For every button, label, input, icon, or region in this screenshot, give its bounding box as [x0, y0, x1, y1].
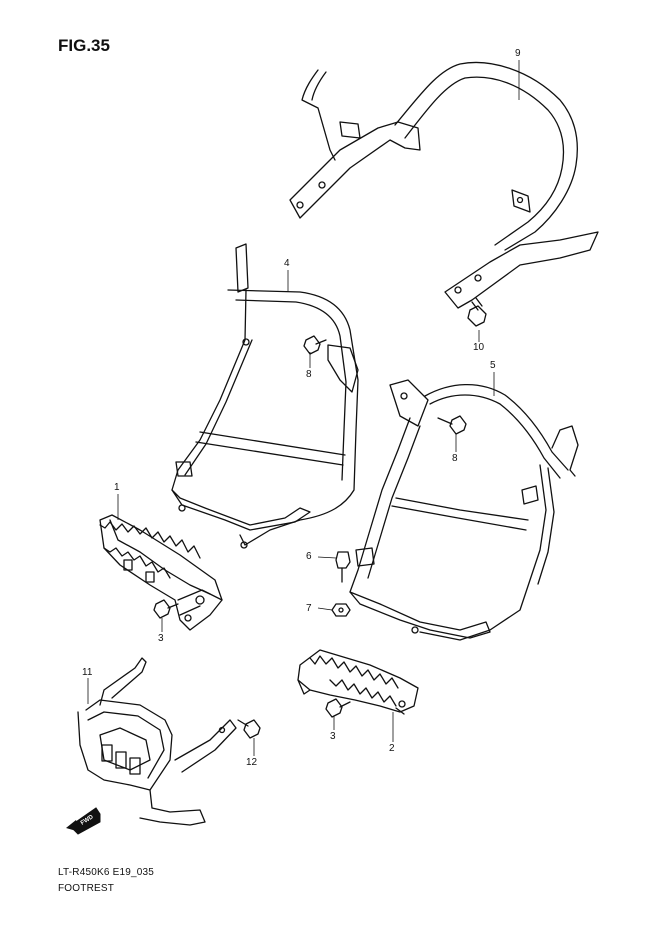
- part-5-right-footrest-bar: [349, 379, 579, 641]
- callout-5: 5: [490, 360, 496, 371]
- part-2-right-footrest: [297, 649, 419, 715]
- nut-7: [331, 603, 351, 617]
- callout-7: 7: [306, 603, 312, 614]
- callout-2: 2: [389, 743, 395, 754]
- figure-title: FIG.35: [58, 36, 110, 55]
- callout-11: 11: [82, 667, 93, 678]
- callout-6: 6: [306, 551, 312, 562]
- part-11-front-guard: [77, 657, 237, 826]
- part-9-frame: [289, 61, 599, 309]
- bolt-8-right: [437, 415, 467, 435]
- part-1-left-footrest: [99, 514, 223, 631]
- callout-3-left: 3: [158, 633, 164, 644]
- callout-8-right: 8: [452, 453, 458, 464]
- bolt-3-right: [325, 698, 351, 718]
- callout-12: 12: [246, 757, 258, 768]
- callout-8-left: 8: [306, 369, 312, 380]
- leader-lines: [87, 60, 520, 756]
- fwd-arrow-icon: FWD: [66, 807, 101, 835]
- part-4-left-footrest-bar: [171, 243, 359, 549]
- callout-4: 4: [284, 258, 290, 269]
- bolt-3-left: [153, 599, 179, 619]
- callout-10: 10: [473, 342, 485, 353]
- bolt-6: [335, 551, 351, 583]
- callout-3-right: 3: [330, 731, 336, 742]
- callout-9: 9: [515, 48, 521, 59]
- figure-name: FOOTREST: [58, 883, 115, 894]
- bolt-10: [467, 297, 487, 327]
- bolt-12: [237, 719, 261, 739]
- callout-1: 1: [114, 482, 120, 493]
- bolt-8-left: [303, 335, 327, 355]
- figure-code: LT-R450K6 E19_035: [58, 867, 155, 878]
